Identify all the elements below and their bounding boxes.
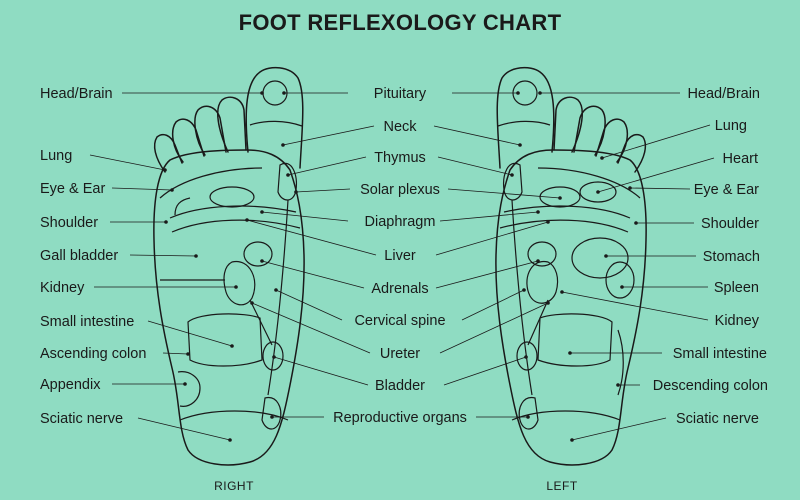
label-sciatic-nerve-right: Sciatic nerve bbox=[40, 411, 123, 427]
right-toe-3 bbox=[194, 105, 227, 156]
left-toe-5 bbox=[617, 133, 647, 173]
label-kidney-left: Kidney bbox=[715, 313, 760, 329]
left-spine-line bbox=[511, 199, 533, 396]
left-bladder-zone bbox=[516, 341, 538, 371]
label-head-brain-left: Head/Brain bbox=[687, 86, 760, 102]
labels-right-foot: Head/Brain Lung Eye & Ear Shoulder Gall … bbox=[40, 86, 146, 427]
right-adrenal-zone bbox=[243, 241, 273, 267]
right-reproductive-zone bbox=[261, 396, 282, 430]
left-toe-3 bbox=[573, 105, 606, 156]
label-pituitary: Pituitary bbox=[374, 86, 427, 102]
right-lung-zone bbox=[159, 167, 263, 199]
left-heart-zone bbox=[579, 181, 617, 203]
label-eye-ear-right: Eye & Ear bbox=[40, 181, 105, 197]
label-solar-plexus: Solar plexus bbox=[360, 182, 440, 198]
label-liver: Liver bbox=[384, 248, 416, 264]
left-foot-outline bbox=[495, 149, 647, 466]
chart-title: FOOT REFLEXOLOGY CHART bbox=[238, 10, 562, 35]
right-bladder-zone bbox=[262, 341, 284, 371]
left-diaphragm-bottom bbox=[499, 219, 629, 233]
left-toe-2 bbox=[553, 96, 584, 153]
right-thymus-zone bbox=[277, 162, 297, 201]
label-small-intestine-left: Small intestine bbox=[673, 346, 767, 362]
label-head-brain-right: Head/Brain bbox=[40, 86, 113, 102]
left-foot-caption: LEFT bbox=[546, 479, 578, 493]
labels-left-foot: Head/Brain Lung Heart Eye & Ear Shoulder… bbox=[653, 86, 768, 427]
left-descending-colon-zone bbox=[617, 329, 624, 396]
label-eye-ear-left: Eye & Ear bbox=[694, 182, 759, 198]
left-neck-line bbox=[497, 120, 551, 127]
right-diaphragm-bottom bbox=[171, 219, 301, 233]
label-shoulder-left: Shoulder bbox=[701, 216, 759, 232]
label-neck: Neck bbox=[383, 119, 417, 135]
left-spleen-zone bbox=[605, 261, 635, 299]
label-reproductive-organs: Reproductive organs bbox=[333, 410, 467, 426]
right-foot-caption: RIGHT bbox=[214, 479, 254, 493]
label-cervical-spine: Cervical spine bbox=[354, 313, 445, 329]
label-bladder: Bladder bbox=[375, 378, 425, 394]
label-heart: Heart bbox=[723, 151, 758, 167]
right-toe-4 bbox=[171, 118, 205, 163]
label-spleen: Spleen bbox=[714, 280, 759, 296]
label-lung-left: Lung bbox=[715, 118, 747, 134]
label-ascending-colon: Ascending colon bbox=[40, 346, 146, 362]
left-solar-plexus-zone bbox=[539, 186, 581, 208]
label-gall-bladder: Gall bladder bbox=[40, 248, 118, 264]
label-adrenals: Adrenals bbox=[371, 281, 428, 297]
right-solar-plexus-zone bbox=[209, 186, 255, 208]
right-foot-outline bbox=[153, 149, 305, 466]
label-appendix: Appendix bbox=[40, 377, 101, 393]
right-neck-line bbox=[249, 120, 303, 127]
left-small-intestine-zone bbox=[537, 313, 613, 367]
left-toe-4 bbox=[595, 118, 629, 163]
left-thymus-zone bbox=[503, 162, 523, 201]
label-thymus: Thymus bbox=[374, 150, 426, 166]
right-toe-2 bbox=[216, 96, 247, 153]
right-appendix-zone bbox=[177, 371, 201, 407]
right-toe-5 bbox=[153, 133, 183, 173]
left-adrenal-zone bbox=[527, 241, 557, 267]
left-stomach-zone bbox=[571, 237, 629, 279]
right-foot bbox=[153, 66, 305, 466]
left-foot bbox=[495, 66, 647, 466]
right-foot-leaders bbox=[89, 91, 377, 442]
labels-center: Pituitary Neck Thymus Solar plexus Diaph… bbox=[333, 86, 467, 426]
right-small-intestine-zone bbox=[187, 313, 263, 367]
left-big-toe bbox=[496, 66, 555, 169]
right-diaphragm-top bbox=[169, 205, 297, 219]
label-lung-right: Lung bbox=[40, 148, 72, 164]
left-kidney-zone bbox=[526, 261, 559, 304]
left-diaphragm-top bbox=[503, 205, 631, 219]
left-foot-leaders bbox=[433, 91, 715, 442]
right-ureter-line bbox=[249, 299, 273, 346]
left-reproductive-zone bbox=[518, 396, 539, 430]
label-kidney-right: Kidney bbox=[40, 280, 85, 296]
left-lung-zone bbox=[537, 167, 641, 199]
label-sciatic-nerve-left: Sciatic nerve bbox=[676, 411, 759, 427]
label-descending-colon: Descending colon bbox=[653, 378, 768, 394]
label-ureter: Ureter bbox=[380, 346, 420, 362]
right-shoulder-zone bbox=[174, 197, 191, 216]
right-big-toe bbox=[245, 66, 304, 169]
left-ureter-line bbox=[527, 299, 549, 346]
label-small-intestine-right: Small intestine bbox=[40, 314, 134, 330]
label-stomach: Stomach bbox=[703, 249, 760, 265]
label-diaphragm: Diaphragm bbox=[365, 214, 436, 230]
right-spine-line bbox=[267, 199, 289, 396]
label-shoulder-right: Shoulder bbox=[40, 215, 98, 231]
right-kidney-zone bbox=[223, 261, 256, 306]
